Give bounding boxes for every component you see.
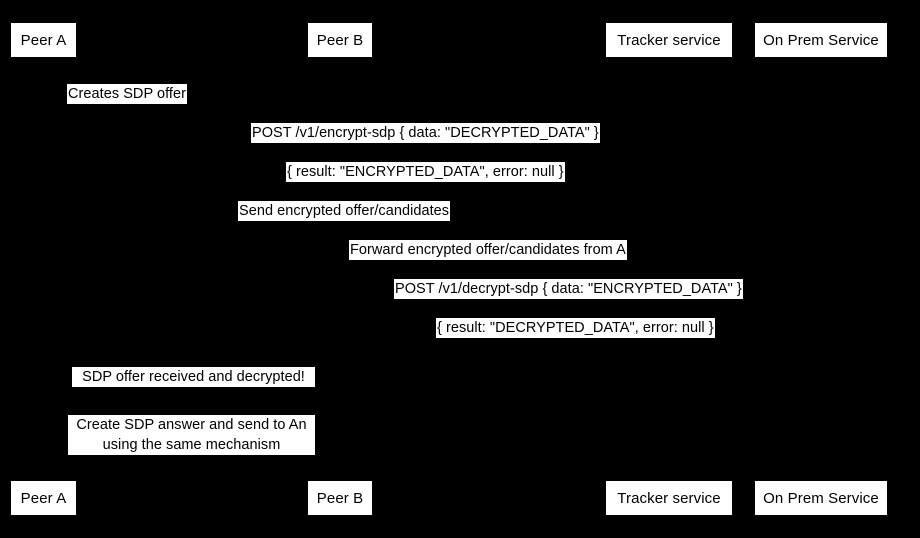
arrow-send-encrypted-offer	[43, 218, 669, 224]
arrow-encrypt-sdp-response	[43, 179, 821, 185]
participant-footer-peer-b[interactable]: Peer B	[307, 480, 373, 516]
message-text-encrypt-sdp-request: POST /v1/encrypt-sdp { data: "DECRYPTED_…	[252, 125, 599, 141]
participant-tracker-service-label: Tracker service	[617, 31, 721, 49]
participant-footer-peer-a-label: Peer A	[20, 489, 67, 507]
participant-footer-on-prem-service-label: On Prem Service	[763, 489, 879, 507]
message-label-creates-sdp-offer: Creates SDP offer	[67, 84, 187, 104]
participant-footer-tracker-service-label: Tracker service	[617, 489, 721, 507]
participant-tracker-service[interactable]: Tracker service	[605, 22, 733, 58]
participant-footer-on-prem-service[interactable]: On Prem Service	[754, 480, 888, 516]
note-create-sdp-answer: Create SDP answer and send to An using t…	[68, 415, 315, 455]
message-text-creates-sdp-offer: Creates SDP offer	[68, 86, 186, 102]
arrow-create-sdp-answer	[43, 452, 103, 458]
participant-footer-tracker-service[interactable]: Tracker service	[605, 480, 733, 516]
participant-footer-peer-b-label: Peer B	[316, 489, 364, 507]
arrow-creates-sdp-offer	[43, 101, 196, 107]
participant-on-prem-service-label: On Prem Service	[763, 31, 879, 49]
participant-peer-b-label: Peer B	[316, 31, 364, 49]
lifeline-peer-a	[43, 58, 44, 480]
lifeline-on-prem	[821, 58, 822, 480]
message-label-send-encrypted-offer: Send encrypted offer/candidates	[238, 201, 451, 221]
participant-peer-a-label: Peer A	[20, 31, 67, 49]
message-label-forward-encrypted-offer: Forward encrypted offer/candidates from …	[349, 240, 627, 260]
note-text-sdp-offer-received: SDP offer received and decrypted!	[82, 369, 305, 385]
participant-on-prem-service[interactable]: On Prem Service	[754, 22, 888, 58]
message-text-decrypt-sdp-request: POST /v1/decrypt-sdp { data: "ENCRYPTED_…	[395, 281, 742, 297]
message-label-decrypt-sdp-response: { result: "DECRYPTED_DATA", error: null …	[436, 318, 715, 338]
participant-footer-peer-a[interactable]: Peer A	[10, 480, 77, 516]
arrow-forward-encrypted-offer	[340, 257, 669, 263]
message-text-decrypt-sdp-response: { result: "DECRYPTED_DATA", error: null …	[437, 320, 714, 336]
arrow-sdp-offer-received	[43, 384, 103, 390]
message-label-decrypt-sdp-request: POST /v1/decrypt-sdp { data: "ENCRYPTED_…	[394, 279, 743, 299]
note-sdp-offer-received: SDP offer received and decrypted!	[72, 367, 315, 387]
message-text-forward-encrypted-offer: Forward encrypted offer/candidates from …	[350, 242, 626, 258]
arrow-decrypt-sdp-request	[340, 296, 821, 302]
participant-peer-b[interactable]: Peer B	[307, 22, 373, 58]
arrow-encrypt-sdp-request	[43, 140, 821, 146]
message-text-send-encrypted-offer: Send encrypted offer/candidates	[239, 203, 450, 219]
lifeline-peer-b	[340, 58, 341, 480]
lifeline-tracker	[669, 58, 670, 480]
message-label-encrypt-sdp-request: POST /v1/encrypt-sdp { data: "DECRYPTED_…	[251, 123, 600, 143]
arrow-decrypt-sdp-response	[340, 335, 821, 341]
message-label-encrypt-sdp-response: { result: "ENCRYPTED_DATA", error: null …	[286, 162, 565, 182]
note-text-create-sdp-answer-line2: using the same mechanism	[102, 437, 281, 453]
message-text-encrypt-sdp-response: { result: "ENCRYPTED_DATA", error: null …	[287, 164, 564, 180]
note-text-create-sdp-answer-line1: Create SDP answer and send to An	[76, 417, 307, 433]
participant-peer-a[interactable]: Peer A	[10, 22, 77, 58]
